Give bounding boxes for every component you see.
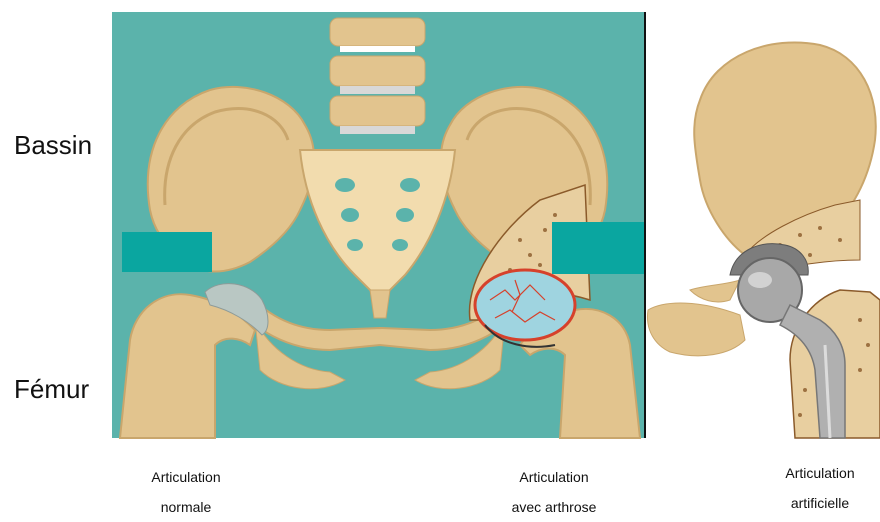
hip-illustration [0,0,880,440]
teal-block-left [122,232,212,272]
caption-normal-line2: normale [106,492,266,522]
caption-arthrosis-line1: Articulation [474,462,634,492]
caption-artificial-line1: Articulation [740,458,880,488]
artificial-joint [647,42,880,438]
caption-arthrosis-line2: avec arthrose [474,492,634,522]
lumbar-vertebrae [330,18,425,134]
caption-artificial-line2: artificielle [740,488,880,518]
coccyx [370,290,390,318]
teal-block-right [552,222,644,274]
artificial-pubis [647,303,745,356]
caption-normal: Articulation normale [106,462,266,522]
caption-artificial: Articulation artificielle [740,458,880,518]
caption-arthrosis: Articulation avec arthrose [474,462,634,522]
caption-normal-line1: Articulation [106,462,266,492]
